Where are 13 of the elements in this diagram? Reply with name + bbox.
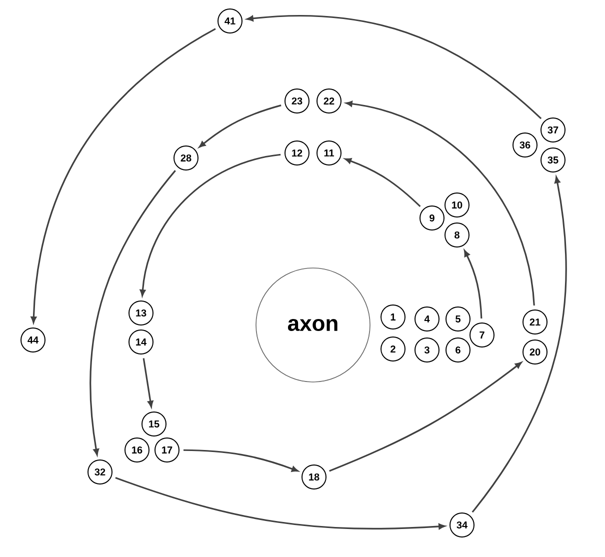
arrow <box>142 358 154 408</box>
arrow <box>472 176 567 513</box>
arrow <box>198 104 282 148</box>
arrow <box>140 154 281 296</box>
arrow <box>346 100 535 306</box>
arrow <box>183 449 298 472</box>
arrow <box>30 28 216 324</box>
arrow <box>115 476 446 530</box>
arrow <box>246 14 542 120</box>
arrow <box>90 170 176 456</box>
arrow <box>464 250 482 319</box>
arrow <box>329 362 522 472</box>
arrow <box>344 158 421 208</box>
